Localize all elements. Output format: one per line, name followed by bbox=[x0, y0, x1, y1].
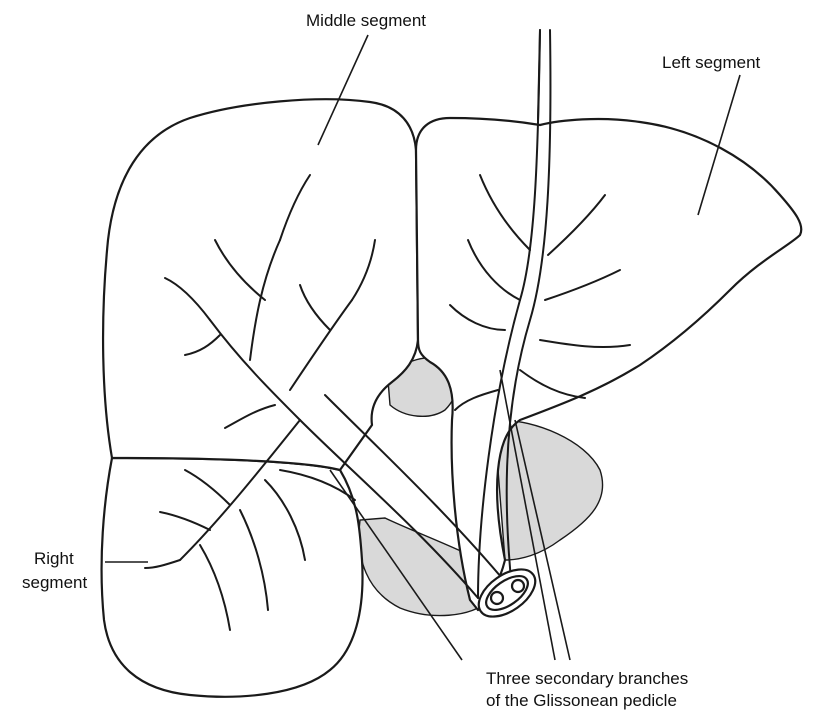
branches-label-line2: of the Glissonean pedicle bbox=[486, 690, 677, 711]
left-segment-label: Left segment bbox=[662, 52, 760, 73]
middle-segment-outline bbox=[103, 99, 418, 470]
branches-label-line1: Three secondary branches bbox=[486, 668, 688, 689]
middle-segment-label: Middle segment bbox=[306, 10, 426, 31]
left-segment-outline bbox=[416, 118, 801, 610]
right-segment-label-line1: Right bbox=[34, 548, 74, 569]
right-segment-label-line2: segment bbox=[22, 572, 87, 593]
right-segment-outline bbox=[102, 458, 363, 697]
